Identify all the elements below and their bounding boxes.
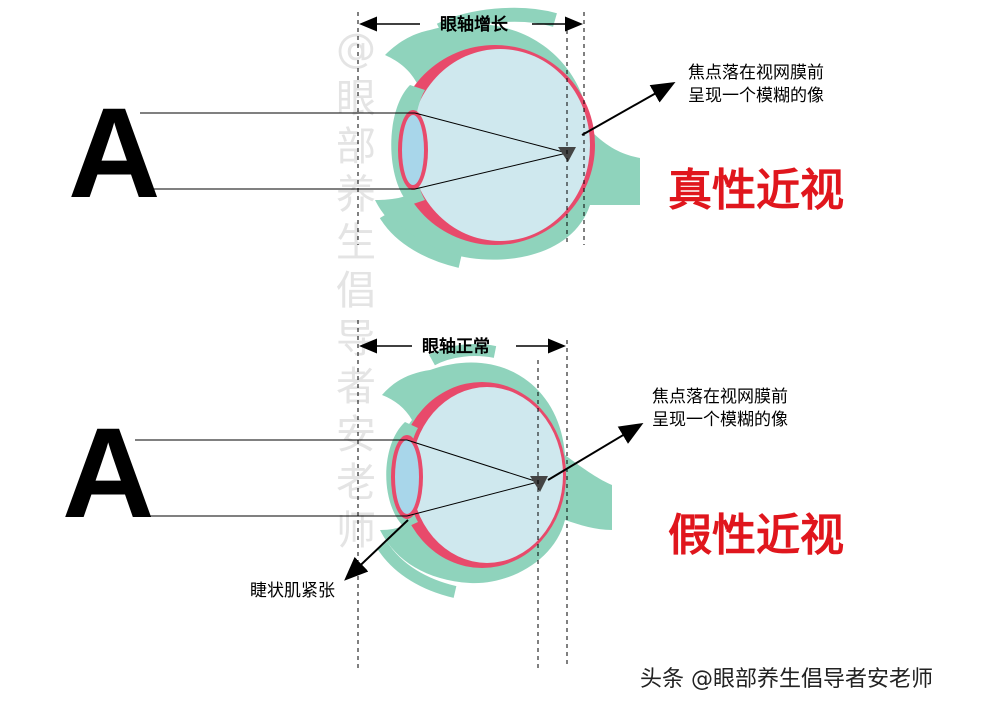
top-vitreous bbox=[410, 49, 590, 241]
bottom-focus-mark bbox=[530, 476, 548, 492]
watermark-text: @ bbox=[336, 26, 376, 72]
top-note-line2: 呈现一个模糊的像 bbox=[688, 86, 824, 106]
muscle-label: 睫状肌紧张 bbox=[250, 581, 335, 601]
top-lid-arc-lower bbox=[379, 211, 462, 268]
bottom-ray-lower-refr bbox=[406, 481, 539, 517]
bottom-note-line2: 呈现一个模糊的像 bbox=[652, 410, 788, 430]
bottom-note-arrow bbox=[547, 422, 644, 481]
watermark-char: 部 bbox=[336, 124, 376, 170]
bottom-note-line1: 焦点落在视网膜前 bbox=[652, 387, 788, 407]
top-title: 真性近视 bbox=[668, 165, 844, 216]
watermark-char: 者 bbox=[336, 364, 376, 410]
top-note-line1: 焦点落在视网膜前 bbox=[688, 63, 824, 83]
top-eye bbox=[375, 7, 640, 268]
top-focus-mark bbox=[558, 147, 576, 162]
watermark-char: 养 bbox=[336, 172, 376, 218]
watermark-char: 安 bbox=[336, 412, 376, 458]
watermark-char: 倡 bbox=[336, 268, 376, 314]
bottom-lid-arc bbox=[429, 344, 497, 366]
watermark-char: 生 bbox=[336, 220, 376, 266]
watermark-vertical: 眼部养生倡导者安老师 bbox=[336, 76, 376, 554]
top-lens-inner bbox=[402, 115, 424, 185]
top-lid-arc bbox=[436, 7, 557, 37]
watermark-char: 老 bbox=[336, 460, 376, 506]
watermark-char: 导 bbox=[336, 316, 376, 362]
watermark-char: 眼 bbox=[336, 76, 376, 122]
top-ray-upper-refr bbox=[414, 112, 568, 154]
top-ray-lower-refr bbox=[414, 152, 568, 190]
bottom-lid-arc-lower bbox=[376, 541, 457, 598]
wm-at: @ bbox=[336, 26, 376, 72]
top-letter-a: A bbox=[68, 82, 160, 225]
top-note-arrow bbox=[581, 82, 676, 136]
top-axis-label: 眼轴增长 bbox=[440, 14, 509, 35]
bottom-letter-a: A bbox=[62, 402, 154, 545]
watermark-char: 师 bbox=[336, 508, 376, 554]
muscle-arrow bbox=[344, 519, 409, 581]
bottom-vitreous bbox=[411, 387, 563, 563]
bottom-eye bbox=[376, 344, 612, 598]
bottom-axis-label: 眼轴正常 bbox=[422, 336, 490, 357]
footer-credit: 头条 @眼部养生倡导者安老师 bbox=[640, 667, 933, 692]
bottom-ray-upper-refr bbox=[406, 439, 539, 483]
bottom-lens-inner bbox=[395, 440, 419, 514]
bottom-title: 假性近视 bbox=[668, 510, 844, 561]
